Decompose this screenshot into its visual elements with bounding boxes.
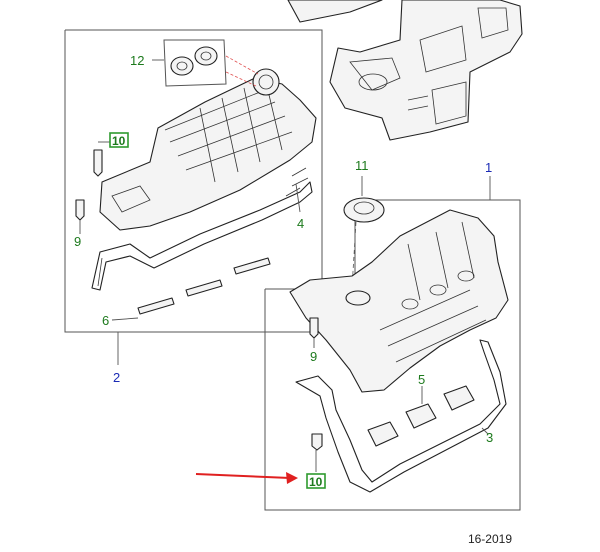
valve-cover-rh [289,209,509,393]
oil-filler-caps [152,39,259,87]
callout-4: 4 [297,216,304,231]
callout-10-lh: 10 [109,132,129,148]
callout-10-rh: 10 [306,473,326,489]
svg-text:10: 10 [112,134,126,148]
gasket-strip-lh [285,167,309,213]
valve-cover-lh [99,68,317,231]
bolt-lh-upper [93,141,110,177]
callout-11: 11 [355,158,369,173]
gasket-rh [295,339,507,493]
callout-9-rh: 9 [310,349,317,364]
stud-rh [309,317,319,348]
callout-5: 5 [418,372,425,387]
highlight-arrow [195,472,298,484]
callout-1: 1 [485,160,492,175]
callout-12: 12 [130,53,144,68]
callout-9-lh: 9 [74,234,81,249]
spark-plug-seals-lh [137,257,271,315]
stud-lh [75,199,85,234]
bolt-rh-lower [311,433,323,472]
callout-3: 3 [486,430,493,445]
callout-6: 6 [102,313,109,328]
engine-block-illustration [287,0,523,141]
oil-filler-cap [343,176,385,289]
svg-text:10: 10 [309,475,323,489]
callout-2: 2 [113,370,120,385]
figure-code: 16-2019 [467,532,512,546]
gasket-lh [91,181,313,291]
gasket-rh-leader [481,427,489,435]
spark-plug-seals-rh [367,385,475,447]
